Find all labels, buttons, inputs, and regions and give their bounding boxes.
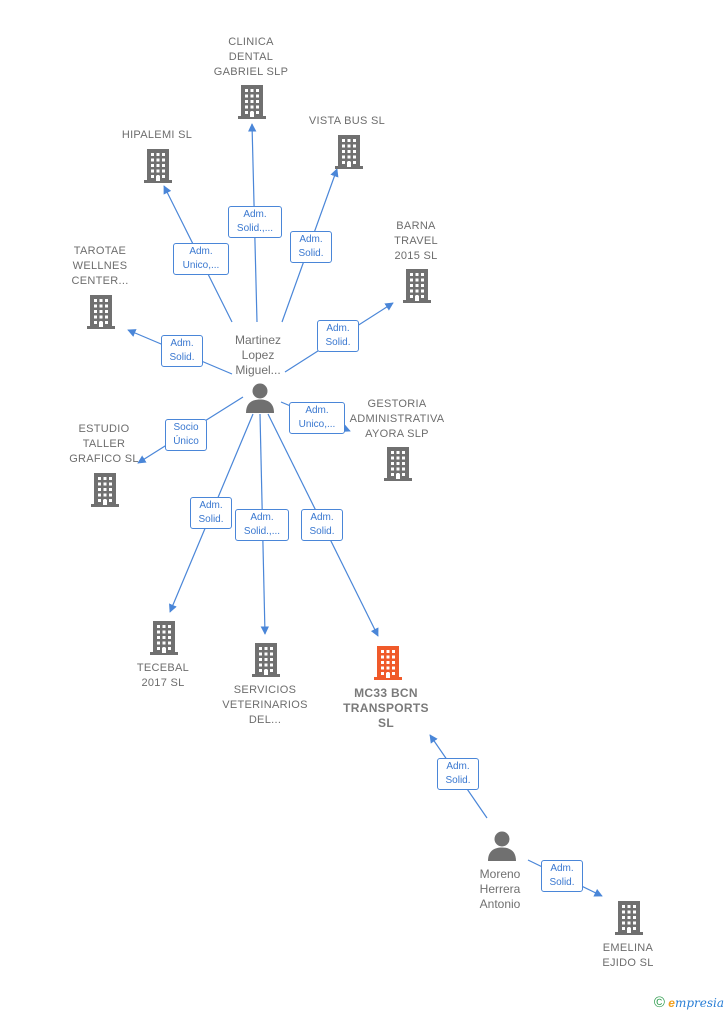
person-icon[interactable]	[486, 830, 518, 867]
company-label-barna[interactable]: BARNA TRAVEL 2015 SL	[394, 220, 438, 262]
relation-label-p1-c_tecebal[interactable]: Adm. Solid.	[190, 497, 232, 529]
relation-label-p1-c_mc33[interactable]: Adm. Solid.	[301, 509, 343, 541]
brand-logo-text: mpresia	[674, 996, 724, 1010]
building-icon[interactable]	[382, 446, 414, 487]
relation-label-p1-c_servicios[interactable]: Adm. Solid.,...	[235, 509, 289, 541]
relation-label-p1-c_clinica[interactable]: Adm. Solid.,...	[228, 206, 282, 238]
building-icon[interactable]	[250, 642, 282, 683]
building-icon[interactable]	[142, 148, 174, 189]
empresia-footer: © empresia	[654, 994, 724, 1011]
copyright-icon: ©	[653, 994, 665, 1011]
building-icon[interactable]	[333, 134, 365, 175]
relation-label-p1-c_vista[interactable]: Adm. Solid.	[290, 231, 332, 263]
building-icon[interactable]	[148, 620, 180, 661]
building-icon[interactable]	[372, 645, 404, 686]
relation-label-p1-c_hipalemi[interactable]: Adm. Unico,...	[173, 243, 229, 275]
building-icon[interactable]	[401, 268, 433, 309]
relation-label-p1-c_barna[interactable]: Adm. Solid.	[317, 320, 359, 352]
company-label-tarotae[interactable]: TAROTAE WELLNES CENTER...	[71, 245, 129, 287]
relation-label-p2-c_mc33[interactable]: Adm. Solid.	[437, 758, 479, 790]
brand-logo-initial: e	[668, 996, 675, 1010]
company-label-clinica[interactable]: CLINICA DENTAL GABRIEL SLP	[213, 36, 289, 78]
person-label-p2[interactable]: Moreno Herrera Antonio	[479, 867, 521, 911]
building-icon[interactable]	[236, 84, 268, 125]
company-label-emelina[interactable]: EMELINA EJIDO SL	[602, 942, 654, 969]
company-label-tecebal[interactable]: TECEBAL 2017 SL	[136, 662, 190, 689]
company-label-gestoria[interactable]: GESTORIA ADMINISTRATIVA AYORA SLP	[349, 398, 445, 440]
person-icon[interactable]	[244, 382, 276, 419]
building-icon[interactable]	[85, 294, 117, 335]
relation-label-p2-c_emelina[interactable]: Adm. Solid.	[541, 860, 583, 892]
building-icon[interactable]	[89, 472, 121, 513]
person-label-p1[interactable]: Martinez Lopez Miguel...	[234, 333, 281, 377]
company-label-mc33[interactable]: MC33 BCN TRANSPORTS SL	[343, 686, 429, 730]
relation-label-p1-c_gestoria[interactable]: Adm. Unico,...	[289, 402, 345, 434]
company-label-hipalemi[interactable]: HIPALEMI SL	[121, 129, 193, 141]
company-label-estudio[interactable]: ESTUDIO TALLER GRAFICO SL	[69, 423, 139, 465]
company-label-servicios[interactable]: SERVICIOS VETERINARIOS DEL...	[222, 684, 308, 726]
relation-label-p1-c_estudio[interactable]: Socio Único	[165, 419, 207, 451]
relation-label-p1-c_tarotae[interactable]: Adm. Solid.	[161, 335, 203, 367]
building-icon[interactable]	[613, 900, 645, 941]
company-label-vista[interactable]: VISTA BUS SL	[308, 115, 386, 127]
